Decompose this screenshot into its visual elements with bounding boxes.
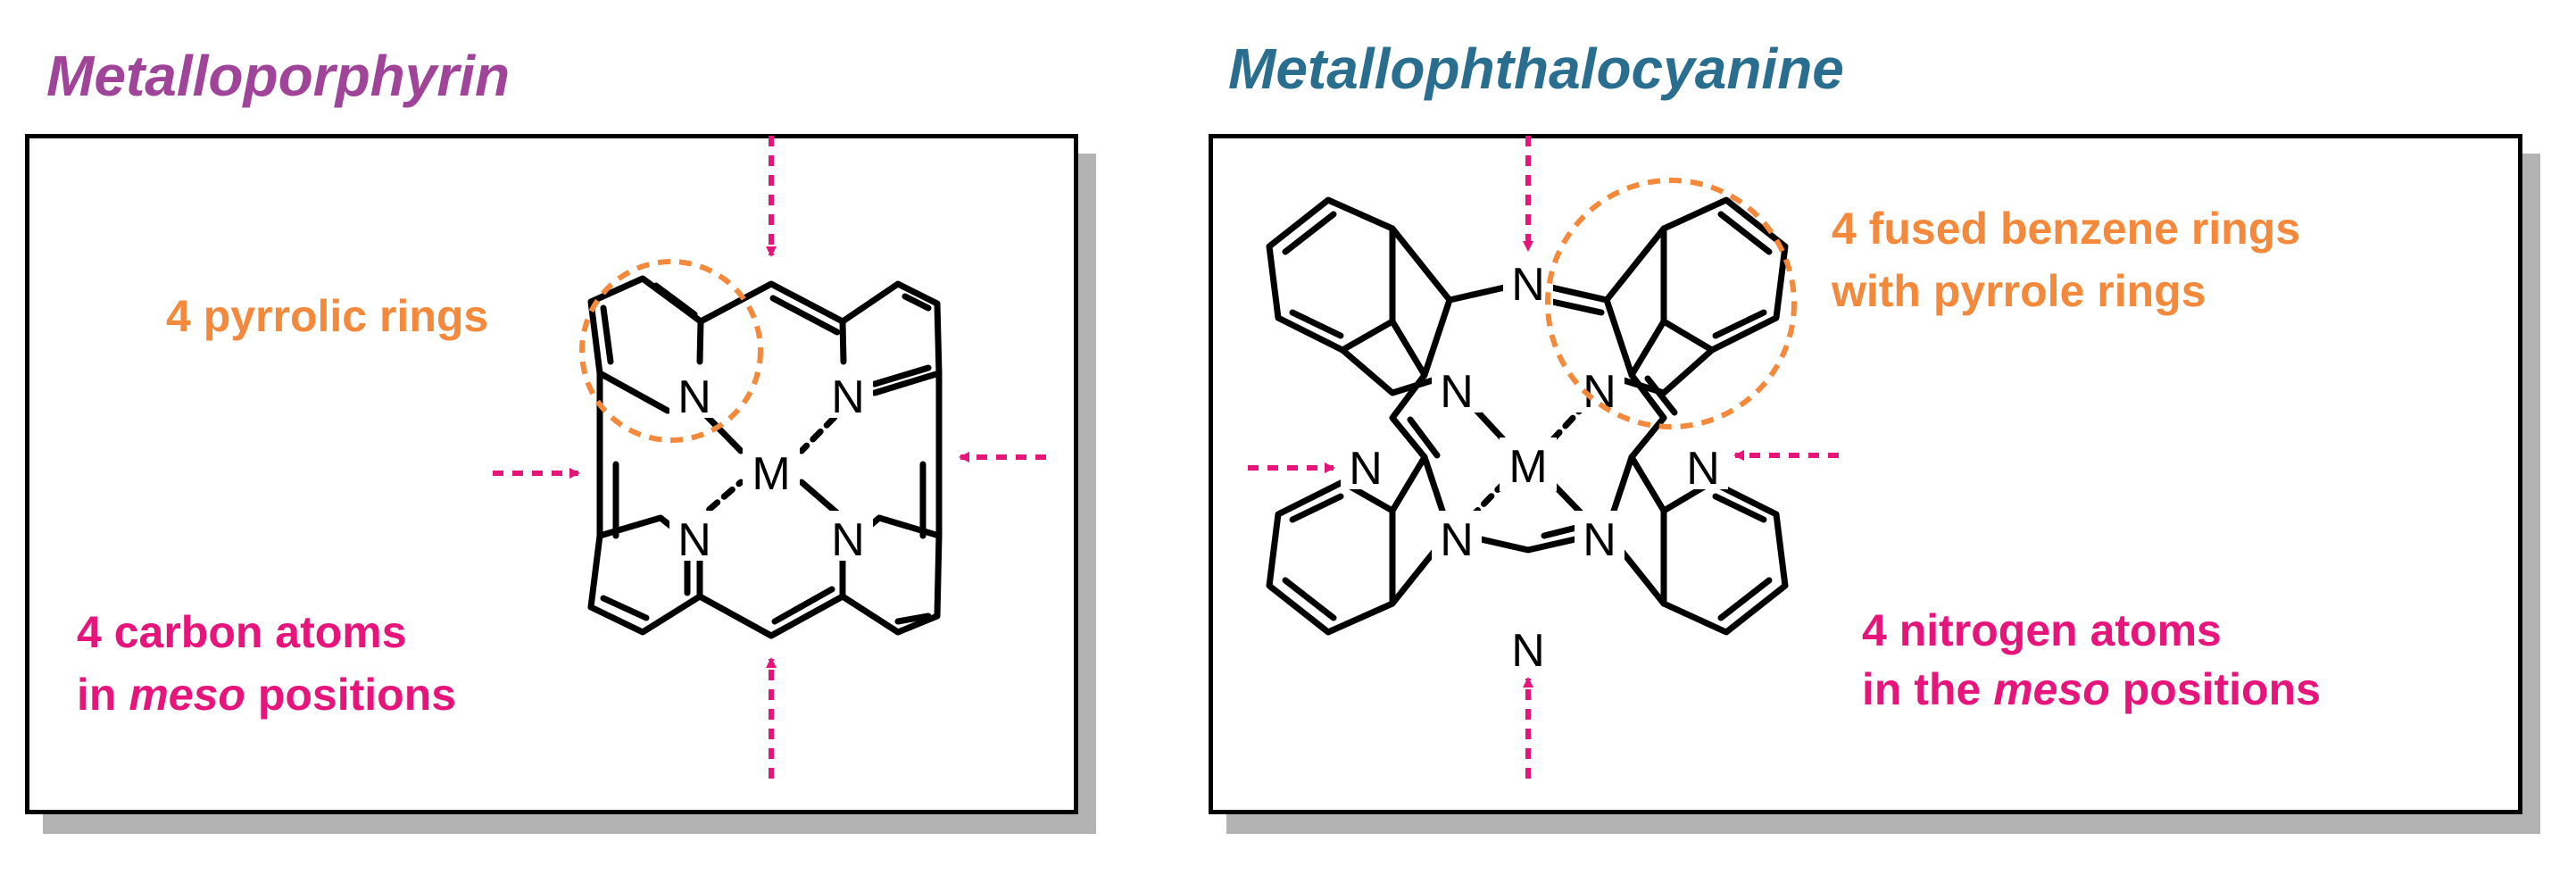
- atom-n: N: [1440, 514, 1474, 566]
- meso-italic: meso: [1993, 664, 2110, 714]
- pyrrolic-rings-label: 4 pyrrolic rings: [166, 291, 489, 341]
- atom-metal: M: [752, 448, 790, 500]
- nitrogen-meso-label-line2: in the meso positions: [1862, 664, 2321, 714]
- benzene-rings-label-line2: with pyrrole rings: [1832, 266, 2206, 316]
- benzopyrrole-highlight-circle: [1545, 178, 1797, 429]
- porphyrin-box: [25, 134, 1078, 814]
- atom-metal: M: [1508, 441, 1547, 493]
- porphyrin-atoms: N N N N M: [669, 368, 873, 566]
- atom-n: N: [831, 514, 865, 566]
- carbon-meso-label-line1: 4 carbon atoms: [77, 607, 407, 657]
- atom-n: N: [1686, 443, 1720, 495]
- atom-n: N: [1511, 259, 1545, 311]
- porphyrin-title: Metalloporphyrin: [46, 44, 511, 108]
- atom-n: N: [1511, 625, 1545, 677]
- phthalocyanine-meso-arrows: [1248, 136, 1839, 779]
- phthalocyanine-title: Metallophthalocyanine: [1228, 37, 1844, 101]
- atom-n: N: [1440, 366, 1474, 418]
- atom-n: N: [677, 371, 711, 423]
- phthalocyanine-atoms: N N N N N N N N M: [1341, 255, 1728, 677]
- carbon-meso-label-line2: in meso positions: [77, 670, 457, 720]
- atom-n: N: [1349, 443, 1383, 495]
- nitrogen-meso-label-line1: 4 nitrogen atoms: [1862, 605, 2222, 655]
- atom-n: N: [677, 514, 711, 566]
- meso-italic: meso: [129, 670, 245, 720]
- atom-n: N: [831, 371, 865, 423]
- pyrrole-highlight-circle: [579, 259, 763, 443]
- porphyrin-meso-arrows: [493, 136, 1046, 779]
- atom-n: N: [1583, 514, 1616, 566]
- porphyrin-bonds: [587, 275, 943, 639]
- benzene-rings-label-line1: 4 fused benzene rings: [1832, 204, 2301, 254]
